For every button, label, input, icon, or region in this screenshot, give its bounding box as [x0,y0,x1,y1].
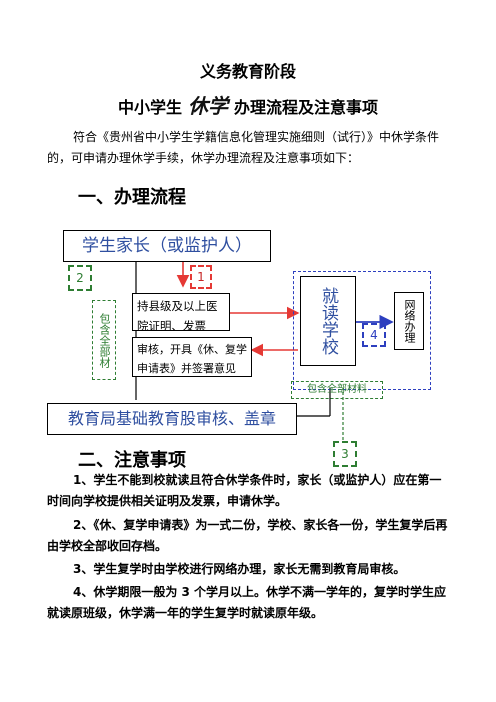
bureau-box-label: 教育局基础教育股审核、盖章 [67,409,276,428]
certificate-box: 持县级及以上医院证明、发票 [132,293,230,331]
parent-box-label: 学生家长（或监护人） [82,236,252,256]
school-box: 就读学校 [300,276,356,366]
title-emphasis: 休学 [188,94,228,118]
section-heading-process: 一、办理流程 [78,187,186,208]
bureau-box: 教育局基础教育股审核、盖章 [47,403,297,435]
title-suffix: 办理流程及注意事项 [234,98,379,117]
title-line-1: 义务教育阶段 [199,62,296,81]
note-item-3: 3、学生复学时由学校进行网络办理，家长无需到教育局审核。 [73,562,406,576]
school-online-frame [293,271,431,390]
note-item-4: 4、休学期限一般为 3 个学月以上。休学不满一学年的，复学时学生应就读原班级，休… [47,585,447,620]
review-box: 审核，开具《休、复学申请表》并签署意见 [132,337,252,377]
step-label-1: 1 [190,265,212,289]
online-box-label: 网络办理 [403,299,416,343]
school-box-label: 就读学校 [318,287,338,355]
include-all-left-label: 包含全部材 [92,300,116,380]
online-box: 网络办理 [394,292,424,350]
step-label-3: 3 [333,441,357,467]
title-line-2: 中小学生休学办理流程及注意事项 [0,90,496,119]
step-label-2: 2 [68,265,92,291]
include-all-bottom-label: 包含全部材料 [291,381,383,399]
note-item-2: 2、《休、复学申请表》为一式二份，学校、家长各一份，学生复学后再由学校全部收回存… [47,518,448,553]
title-prefix: 中小学生 [117,98,182,117]
parent-box: 学生家长（或监护人） [63,230,271,262]
review-box-label: 审核，开具《休、复学申请表》并签署意见 [137,343,247,375]
section-heading-notes: 二、注意事项 [78,450,186,471]
intro-paragraph: 符合《贵州省中小学生学籍信息化管理实施细则（试行）》中休学条件的，可申请办理休学… [47,130,440,165]
step-label-4: 4 [362,323,386,347]
note-item-1: 1、学生不能到校就读且符合休学条件时，家长（或监护人）应在第一时间向学校提供相关… [47,473,442,508]
certificate-box-label: 持县级及以上医院证明、发票 [137,299,218,331]
